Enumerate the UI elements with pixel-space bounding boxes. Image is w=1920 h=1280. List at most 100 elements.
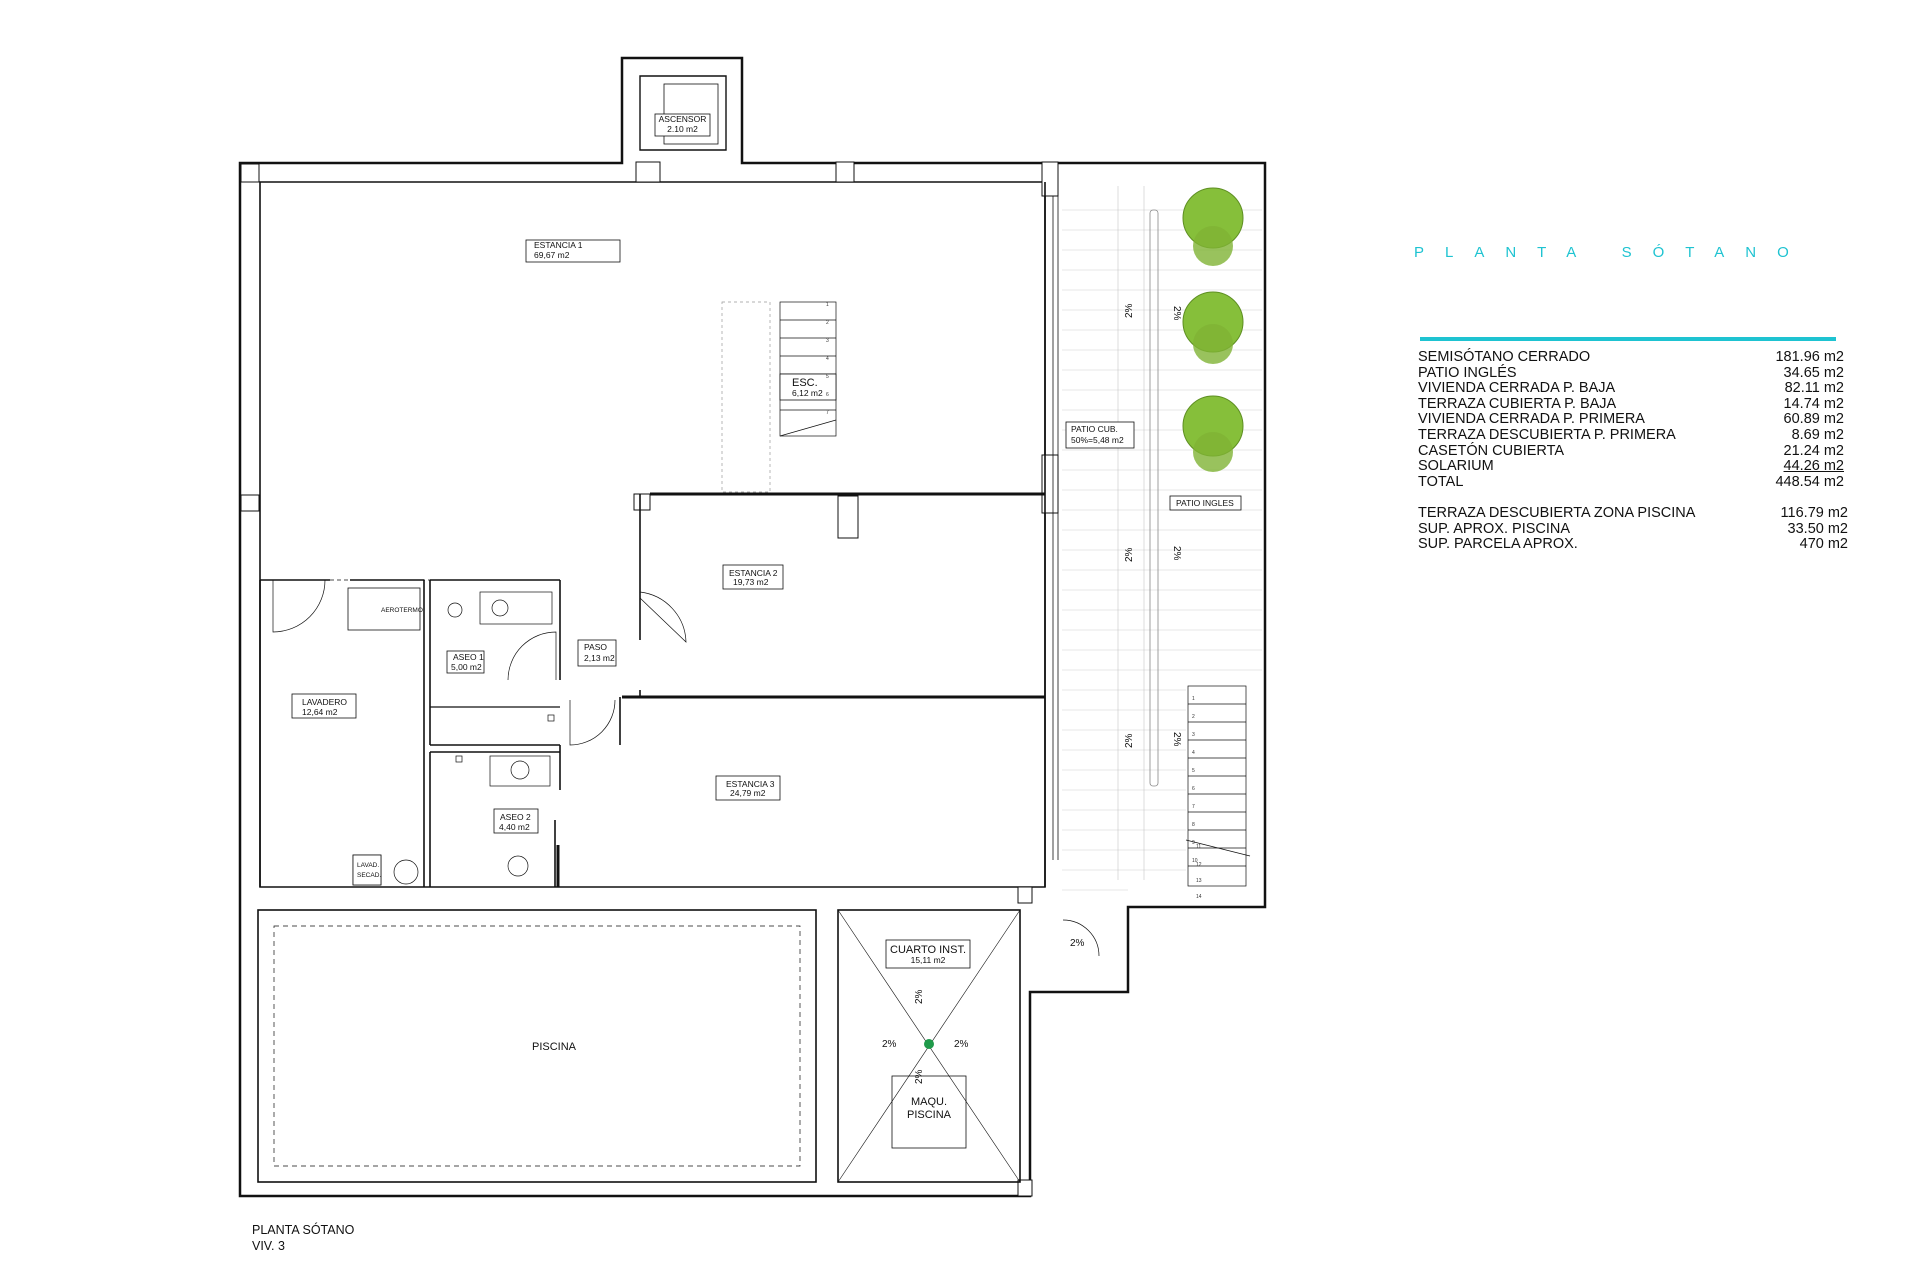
- area-row: SOLARIUM 44.26 m2: [1418, 459, 1844, 475]
- stair-step-number: 6: [1192, 786, 1195, 792]
- room-paso-name: PASO: [584, 642, 607, 652]
- area-value: 14.74 m2: [1783, 395, 1844, 412]
- slope-label: 2%: [914, 1069, 925, 1084]
- stair-step-number: 8: [1192, 822, 1195, 828]
- stair-step-number: 11: [1196, 844, 1201, 850]
- lavad-secad-line1: LAVAD.: [357, 862, 379, 869]
- door-swings: [272, 579, 1100, 957]
- slope-label: 2%: [1070, 938, 1085, 949]
- tree-icons: [1182, 187, 1244, 472]
- area-label: CASETÓN CUBIERTA: [1418, 442, 1565, 459]
- room-lavadero-area: 12,64 m2: [302, 707, 338, 717]
- stair-step-number: 2: [826, 320, 829, 326]
- room-estancia3-name: ESTANCIA 3: [726, 779, 775, 789]
- area-row: CASETÓN CUBIERTA 21.24 m2: [1418, 442, 1844, 460]
- area-row: SUP. APROX. PISCINA 33.50 m2: [1418, 520, 1848, 538]
- area-value: 8.69 m2: [1791, 426, 1844, 443]
- stair-step-number: 4: [826, 356, 829, 362]
- room-aerotermo-name: AEROTERMO: [381, 607, 423, 614]
- caption-line2: VIV. 3: [252, 1239, 285, 1253]
- caption-line1: PLANTA SÓTANO: [252, 1223, 355, 1237]
- area-label: VIVIENDA CERRADA P. BAJA: [1418, 380, 1616, 397]
- plan-title: PLANTA SÓTANO: [1414, 244, 1810, 261]
- room-esc-name: ESC.: [792, 377, 818, 389]
- patio-hatching: [1062, 186, 1262, 891]
- area-label: VIVIENDA CERRADA P. PRIMERA: [1418, 411, 1645, 428]
- area-row: TERRAZA DESCUBIERTA P. PRIMERA 8.69 m2: [1418, 426, 1844, 444]
- room-aseo1-area: 5,00 m2: [451, 662, 482, 672]
- areas-table: SEMISÓTANO CERRADO 181.96 m2 PATIO INGLÉS…: [1418, 349, 1844, 491]
- columns: [240, 161, 1059, 1197]
- stair-step-number: 9: [1192, 840, 1195, 846]
- stair-numbers: 1 2 3 4 5 6 7 1 2 3 4 5 6 7 8 9 10 11 12…: [826, 302, 1202, 900]
- drain-channel: [1149, 209, 1159, 787]
- area-value: 448.54 m2: [1775, 473, 1844, 490]
- room-ascensor-area: 2.10 m2: [667, 124, 698, 134]
- lavad-secad-line2: SECAD.: [357, 872, 381, 879]
- stair-step-number: 10: [1192, 858, 1198, 864]
- room-esc-area: 6,12 m2: [792, 388, 823, 398]
- stair-step-number: 3: [1192, 732, 1195, 738]
- area-value: 44.26 m2: [1783, 458, 1844, 475]
- stair-step-number: 12: [1196, 862, 1202, 868]
- stair-step-number: 5: [826, 374, 829, 380]
- room-estancia1-area: 69,67 m2: [534, 250, 570, 260]
- room-ascensor-name: ASCENSOR: [659, 114, 707, 124]
- interior-walls: [259, 182, 1059, 887]
- stair-step-number: 1: [1192, 696, 1195, 702]
- room-aseo2-area: 4,40 m2: [499, 822, 530, 832]
- slope-label: 2%: [914, 989, 925, 1004]
- slope-label: 2%: [1171, 732, 1182, 747]
- area-label: SUP. APROX. PISCINA: [1418, 520, 1571, 537]
- pool-area: [257, 909, 1021, 1183]
- area-value: 34.65 m2: [1783, 364, 1844, 381]
- stair-step-number: 13: [1196, 878, 1202, 884]
- area-value: 60.89 m2: [1783, 411, 1844, 428]
- room-piscina-name: PISCINA: [532, 1041, 577, 1053]
- room-aseo2-name: ASEO 2: [500, 812, 531, 822]
- area-label: SUP. PARCELA APROX.: [1418, 536, 1578, 553]
- title-underline: [1420, 337, 1836, 341]
- area-value: 82.11 m2: [1784, 380, 1844, 397]
- room-patio-cub-area: 50%=5,48 m2: [1071, 435, 1124, 445]
- room-estancia1-name: ESTANCIA 1: [534, 240, 583, 250]
- room-estancia2-area: 19,73 m2: [733, 577, 769, 587]
- area-value: 33.50 m2: [1787, 520, 1848, 537]
- area-label: SEMISÓTANO CERRADO: [1418, 349, 1591, 365]
- stair-step-number: 2: [1192, 714, 1195, 720]
- room-estancia3-area: 24,79 m2: [730, 788, 766, 798]
- area-row: SUP. PARCELA APROX.470 m2: [1418, 537, 1848, 553]
- stair-step-number: 1: [826, 302, 829, 308]
- area-value: 21.24 m2: [1783, 442, 1844, 459]
- area-label: TOTAL: [1418, 473, 1464, 490]
- plan-caption: PLANTA SÓTANO VIV. 3: [252, 1222, 354, 1254]
- slope-label: 2%: [1124, 547, 1135, 562]
- stair-step-number: 6: [826, 392, 829, 398]
- stair-step-number: 14: [1196, 894, 1202, 900]
- stair-step-number: 7: [826, 410, 829, 416]
- slope-label: 2%: [1124, 303, 1135, 318]
- room-cuarto-inst-name: CUARTO INST.: [890, 944, 966, 956]
- area-row: VIVIENDA CERRADA P. PRIMERA 60.89 m2: [1418, 412, 1844, 428]
- area-value: 181.96 m2: [1775, 349, 1844, 365]
- slope-label: 2%: [882, 1039, 897, 1050]
- area-value: 116.79 m2: [1780, 505, 1848, 521]
- room-patio-cub-name: PATIO CUB.: [1071, 424, 1118, 434]
- room-aseo1-name: ASEO 1: [453, 652, 484, 662]
- fixtures: [352, 591, 555, 886]
- stair-step-number: 4: [1192, 750, 1195, 756]
- maqu-piscina-line1: MAQU.: [911, 1096, 947, 1108]
- stair-step-number: 5: [1192, 768, 1195, 774]
- area-label: SOLARIUM: [1418, 458, 1494, 475]
- area-label: TERRAZA DESCUBIERTA P. PRIMERA: [1418, 426, 1676, 443]
- area-label: PATIO INGLÉS: [1418, 364, 1517, 381]
- area-total-row: TOTAL 448.54 m2: [1418, 473, 1844, 491]
- room-paso-area: 2,13 m2: [584, 653, 615, 663]
- area-row: VIVIENDA CERRADA P. BAJA 82.11 m2: [1418, 381, 1844, 397]
- room-estancia2-name: ESTANCIA 2: [729, 568, 778, 578]
- room-lavadero-name: LAVADERO: [302, 697, 347, 707]
